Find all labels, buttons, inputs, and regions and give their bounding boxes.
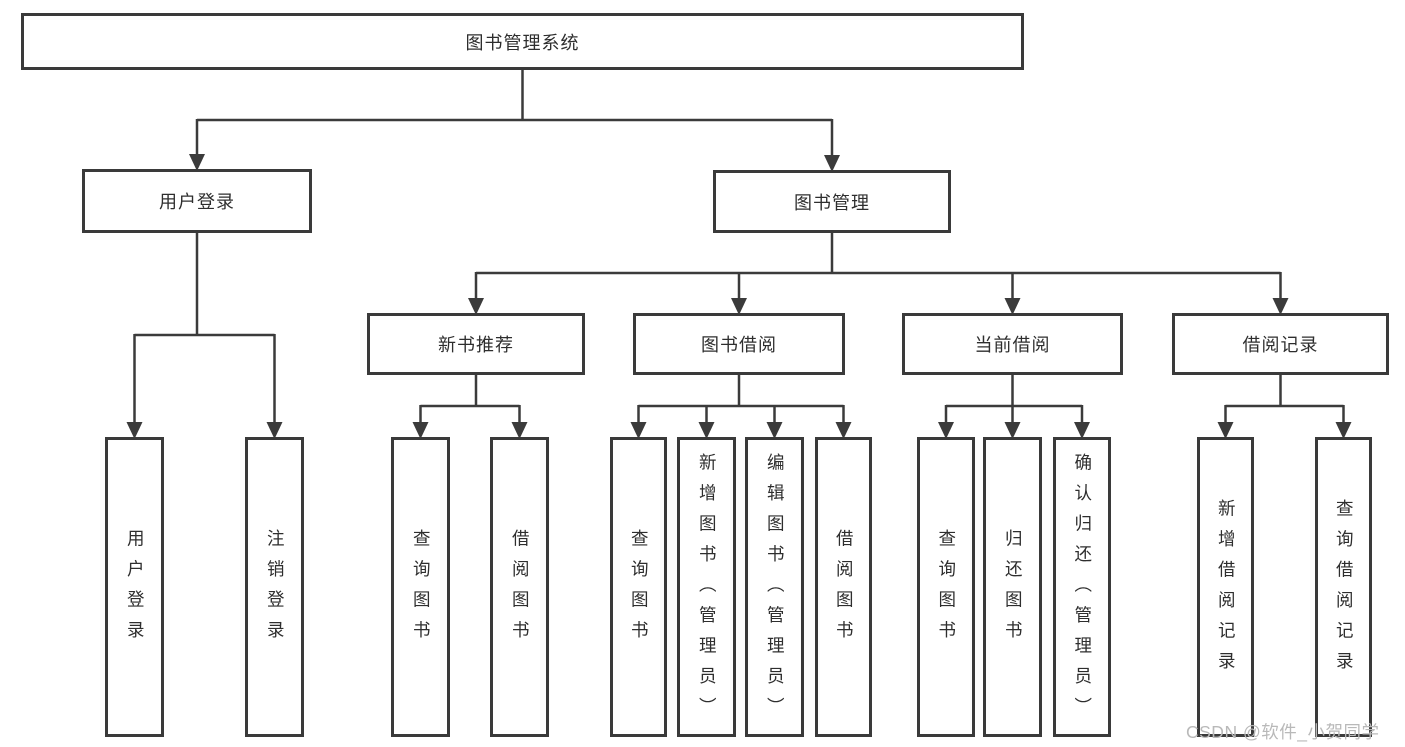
csdn-watermark: CSDN @软件_小贺同学 [1186, 722, 1380, 742]
arrowhead-icon-user-login [189, 154, 205, 171]
diagram-node-leaf-query-record: 查询借阅记录 [1315, 437, 1372, 737]
arrowhead-icon-leaf-edit-book [766, 422, 783, 439]
diagram-node-book-mgmt: 图书管理 [713, 170, 951, 233]
diagram-node-leaf-query-book-2: 查询图书 [610, 437, 667, 737]
diagram-node-user-login: 用户登录 [82, 169, 312, 233]
diagram-node-book-borrow: 图书借阅 [633, 313, 845, 375]
diagram-node-leaf-return-book: 归还图书 [983, 437, 1042, 737]
diagram-node-leaf-confirm-return: 确认归还（管理员） [1053, 437, 1111, 737]
arrowhead-icon-new-book-rec [468, 298, 484, 315]
arrowhead-icon-book-borrow [731, 298, 747, 315]
arrowhead-icon-leaf-user-login [126, 422, 143, 439]
diagram-node-leaf-user-login: 用户登录 [105, 437, 164, 737]
diagram-node-leaf-query-book-1: 查询图书 [391, 437, 450, 737]
arrowhead-icon-leaf-query-book-2 [630, 422, 647, 439]
arrowhead-icon-leaf-query-book-3 [938, 422, 954, 439]
arrowhead-icon-leaf-return-book [1004, 422, 1021, 439]
arrowhead-icon-leaf-query-record [1335, 422, 1352, 439]
diagram-node-leaf-add-book: 新增图书（管理员） [677, 437, 736, 737]
diagram-node-leaf-edit-book: 编辑图书（管理员） [745, 437, 804, 737]
arrowhead-icon-leaf-query-book-1 [412, 422, 429, 439]
diagram-node-leaf-query-book-3: 查询图书 [917, 437, 975, 737]
diagram-node-leaf-borrow-book-1: 借阅图书 [490, 437, 549, 737]
diagram-node-leaf-logout: 注销登录 [245, 437, 304, 737]
diagram-node-borrow-record: 借阅记录 [1172, 313, 1389, 375]
arrowhead-icon-leaf-logout [266, 422, 283, 439]
diagram-node-new-book-rec: 新书推荐 [367, 313, 585, 375]
arrowhead-icon-current-borrow [1004, 298, 1021, 315]
arrowhead-icon-leaf-borrow-book-1 [511, 422, 528, 439]
diagram-node-root: 图书管理系统 [21, 13, 1024, 70]
arrowhead-icon-leaf-confirm-return [1074, 422, 1090, 439]
arrowhead-icon-leaf-add-record [1217, 422, 1234, 439]
diagram-node-current-borrow: 当前借阅 [902, 313, 1123, 375]
diagram-node-leaf-borrow-book-2: 借阅图书 [815, 437, 872, 737]
arrowhead-icon-borrow-record [1272, 298, 1289, 315]
arrowhead-icon-leaf-borrow-book-2 [835, 422, 852, 439]
arrowhead-icon-book-mgmt [824, 155, 840, 172]
diagram-node-leaf-add-record: 新增借阅记录 [1197, 437, 1254, 737]
arrowhead-icon-leaf-add-book [698, 422, 715, 439]
